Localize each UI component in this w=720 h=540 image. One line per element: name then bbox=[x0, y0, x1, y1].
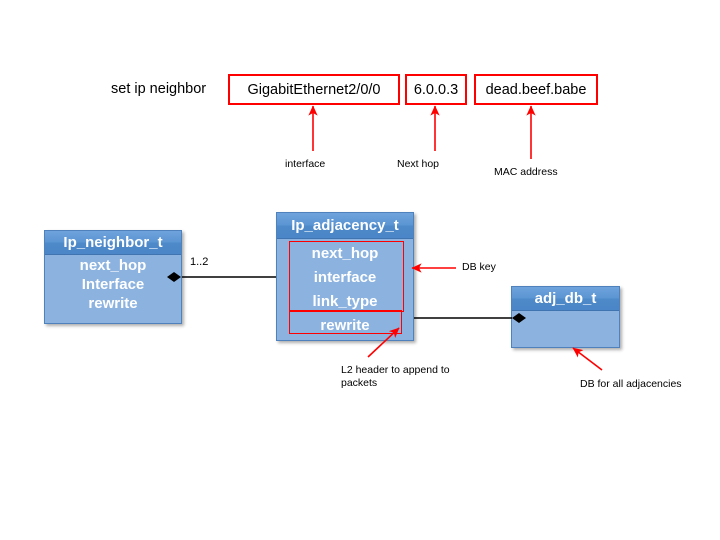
command-label: set ip neighbor bbox=[111, 81, 207, 97]
field-next-hop: next_hop bbox=[79, 257, 147, 274]
caption-mac-address: MAC address bbox=[494, 166, 558, 178]
class-fields-ip-adjacency-t: next_hop interface link_type rewrite bbox=[277, 239, 413, 340]
class-title-adj-db-t: adj_db_t bbox=[512, 287, 619, 311]
class-box-adj-db-t[interactable]: adj_db_t bbox=[511, 286, 620, 348]
command-token-mac-address[interactable]: dead.beef.babe bbox=[474, 74, 598, 105]
field-rewrite: rewrite bbox=[88, 295, 138, 312]
annotation-db-key: DB key bbox=[462, 261, 496, 273]
arrow-db-for-all-adjacencies bbox=[572, 347, 603, 371]
annotation-db-for-all-adjacencies: DB for all adjacencies bbox=[580, 378, 682, 390]
class-fields-adj-db-t bbox=[512, 311, 619, 347]
caption-next-hop: Next hop bbox=[397, 158, 440, 170]
caption-interface: interface bbox=[285, 158, 326, 170]
field-interface: Interface bbox=[81, 276, 145, 293]
command-token-interface[interactable]: GigabitEthernet2/0/0 bbox=[228, 74, 400, 105]
command-token-next-hop[interactable]: 6.0.0.3 bbox=[405, 74, 467, 105]
class-box-ip-neighbor-t[interactable]: Ip_neighbor_t next_hop Interface rewrite bbox=[44, 230, 182, 324]
field-rewrite: rewrite bbox=[320, 317, 370, 334]
class-box-ip-adjacency-t[interactable]: Ip_adjacency_t next_hop interface link_t… bbox=[276, 212, 414, 341]
field-interface: interface bbox=[313, 269, 377, 286]
field-next-hop: next_hop bbox=[311, 245, 379, 262]
annotation-l2-header: L2 header to append to packets bbox=[341, 364, 450, 389]
field-link-type: link_type bbox=[312, 293, 378, 310]
class-title-ip-adjacency-t: Ip_adjacency_t bbox=[277, 213, 413, 239]
class-fields-ip-neighbor-t: next_hop Interface rewrite bbox=[45, 255, 181, 323]
class-title-ip-neighbor-t: Ip_neighbor_t bbox=[45, 231, 181, 255]
multiplicity-1-2: 1..2 bbox=[190, 256, 209, 268]
